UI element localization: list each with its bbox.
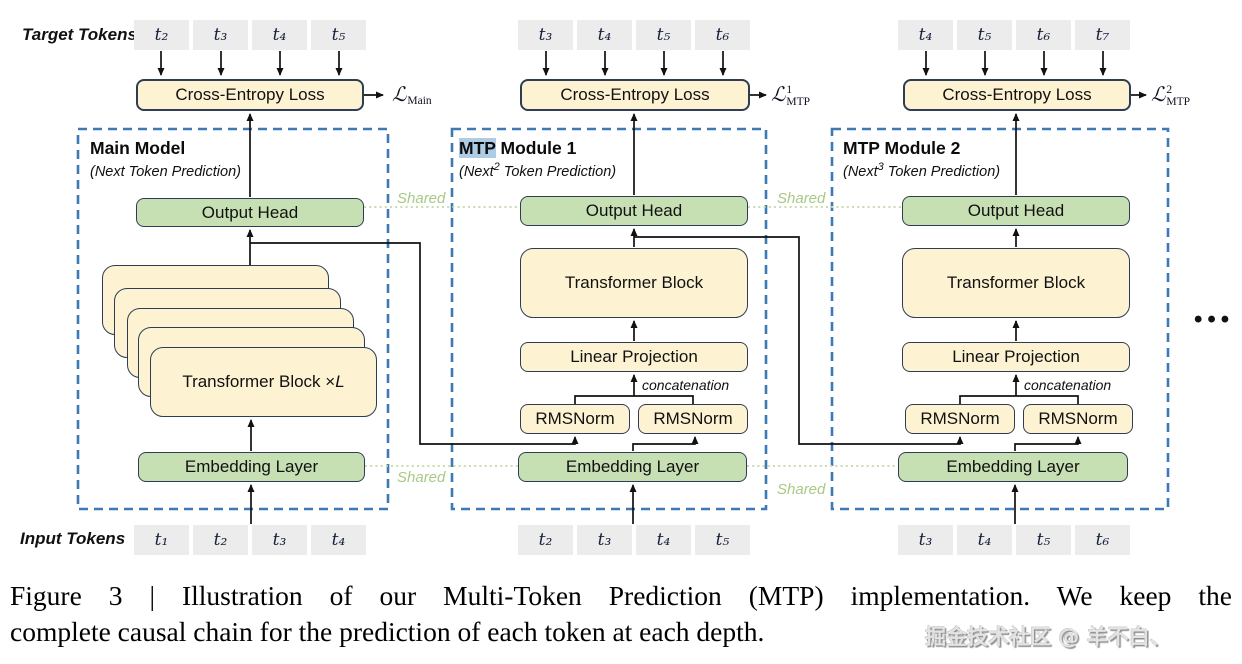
token-box: t₅ — [957, 20, 1012, 50]
token-box: t₄ — [957, 525, 1012, 555]
mtp-module-2-title: MTP Module 2 — [843, 138, 961, 158]
token-box: t₂ — [193, 525, 248, 555]
output-head-box: Output Head — [520, 196, 748, 226]
cross-entropy-loss-box: Cross-Entropy Loss — [520, 79, 750, 111]
token-box: t₅ — [1016, 525, 1071, 555]
rmsnorm-box: RMSNorm — [905, 404, 1015, 434]
concatenation-label: concatenation — [1024, 377, 1112, 393]
token-box: t₃ — [518, 20, 573, 50]
caption-line-1: Figure 3 | Illustration of our Multi-Tok… — [10, 580, 1232, 611]
embedding-layer-box: Embedding Layer — [518, 452, 747, 482]
shared-label: Shared — [397, 469, 446, 486]
token-box: t₃ — [252, 525, 307, 555]
token-box: t₃ — [577, 525, 632, 555]
cross-entropy-loss-box: Cross-Entropy Loss — [136, 79, 364, 111]
token-box: t₅ — [636, 20, 691, 50]
rmsnorm-box: RMSNorm — [638, 404, 748, 434]
token-box: t₄ — [577, 20, 632, 50]
mtp-module-1-subtitle: (Next2 Token Prediction) — [459, 161, 617, 180]
token-box: t₄ — [636, 525, 691, 555]
token-box: t₆ — [1016, 20, 1071, 50]
token-box: t₆ — [1075, 525, 1130, 555]
more-modules-ellipsis: ••• — [1194, 306, 1235, 333]
caption-line-2: complete causal chain for the prediction… — [10, 616, 765, 647]
mtp-module-1-title: MTP Module 1 — [459, 138, 577, 158]
transformer-block-box: Transformer Block — [520, 248, 748, 318]
token-box: t₃ — [193, 20, 248, 50]
main-model-title: Main Model — [90, 138, 186, 158]
mtp-module-2-subtitle: (Next3 Token Prediction) — [843, 161, 1001, 180]
linear-projection-box: Linear Projection — [902, 342, 1130, 372]
figure-caption: Figure 3 | Illustration of our Multi-Tok… — [10, 578, 1232, 650]
token-box: t₆ — [695, 20, 750, 50]
target-tokens-label: Target Tokens — [22, 25, 137, 44]
token-box: t₃ — [898, 525, 953, 555]
rmsnorm-box: RMSNorm — [1023, 404, 1133, 434]
shared-label: Shared — [777, 190, 826, 207]
token-box: t₇ — [1075, 20, 1130, 50]
main-model-subtitle: (Next Token Prediction) — [90, 163, 241, 180]
token-box: t₄ — [311, 525, 366, 555]
shared-dotted-lines — [364, 206, 902, 467]
token-box: t₄ — [252, 20, 307, 50]
watermark: 掘金技术社区 @ 羊不白、 — [925, 625, 1171, 649]
shared-label: Shared — [777, 481, 826, 498]
linear-projection-box: Linear Projection — [520, 342, 748, 372]
diagram-area: Target Tokens Input Tokens t₂ t₃ t₄ t₅ t… — [20, 20, 1235, 555]
token-box: t₂ — [134, 20, 189, 50]
embedding-layer-box: Embedding Layer — [138, 452, 365, 482]
token-box: t₄ — [898, 20, 953, 50]
token-box: t₂ — [518, 525, 573, 555]
output-head-box: Output Head — [136, 198, 364, 227]
output-head-box: Output Head — [902, 196, 1130, 226]
cross-entropy-loss-box: Cross-Entropy Loss — [903, 79, 1131, 111]
concatenation-label: concatenation — [642, 377, 730, 393]
input-tokens-label: Input Tokens — [20, 529, 126, 548]
token-box: t₅ — [695, 525, 750, 555]
rmsnorm-box: RMSNorm — [520, 404, 630, 434]
shared-label: Shared — [397, 190, 446, 207]
token-box: t₁ — [134, 525, 189, 555]
transformer-stack-front: Transformer Block × L — [150, 347, 377, 417]
embedding-layer-box: Embedding Layer — [898, 452, 1128, 482]
transformer-block-box: Transformer Block — [902, 248, 1130, 318]
token-box: t₅ — [311, 20, 366, 50]
